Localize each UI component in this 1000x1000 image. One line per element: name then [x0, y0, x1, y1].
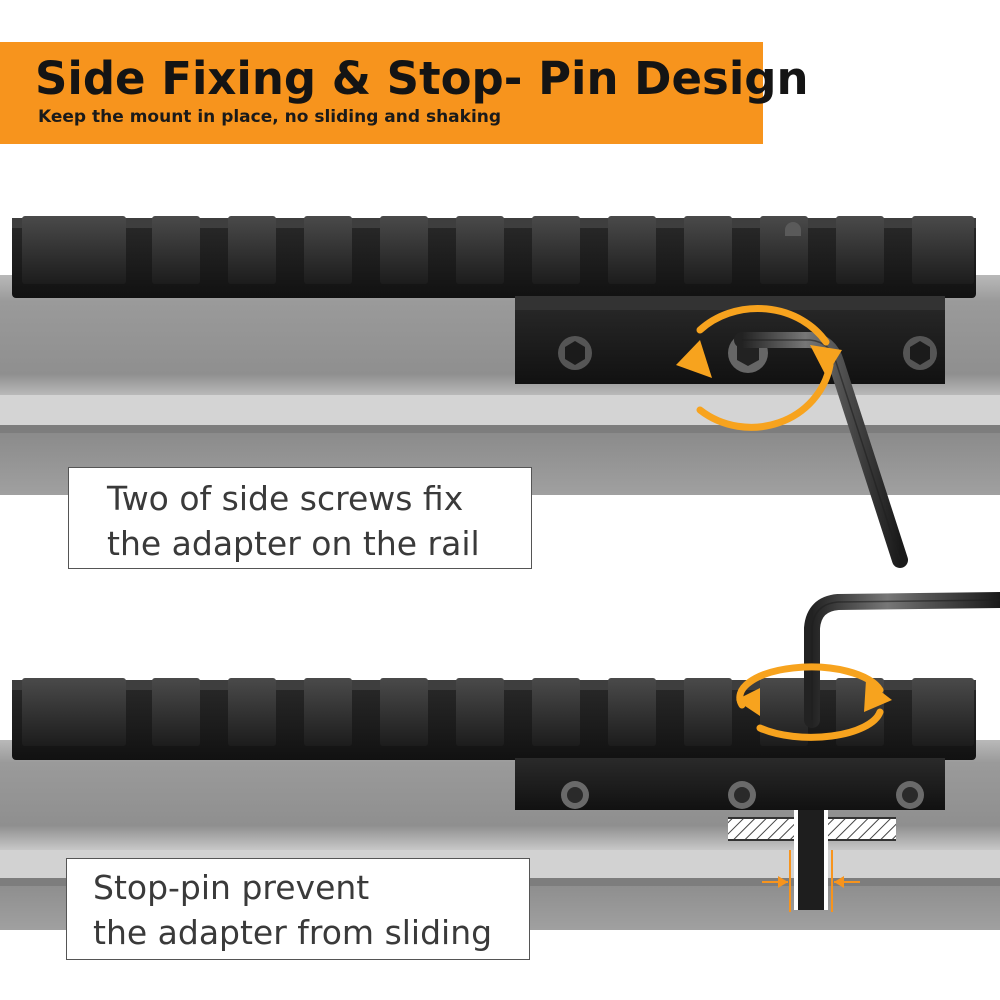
bottom-adapter-rail — [12, 678, 976, 810]
width-arrows-icon — [762, 876, 860, 888]
rotate-arrows-icon — [676, 304, 842, 431]
banner-title: Side Fixing & Stop- Pin Design — [35, 52, 809, 105]
rotate-arrows-icon — [736, 663, 892, 741]
side-screw — [903, 336, 937, 370]
hex-key-icon — [804, 592, 1000, 728]
caption-line: Two of side screws fix — [107, 479, 464, 518]
caption-line: the adapter from sliding — [93, 913, 493, 952]
bottom-rail-slots — [22, 678, 974, 746]
stop-pin-diagram — [728, 810, 896, 912]
caption-line: Stop-pin prevent — [93, 868, 370, 907]
top-rail-slots — [22, 216, 974, 284]
caption-stop-pin: Stop-pin prevent the adapter from slidin… — [66, 858, 530, 960]
title-banner — [0, 42, 763, 144]
top-adapter-rail — [12, 216, 976, 384]
banner-subtitle: Keep the mount in place, no sliding and … — [38, 107, 502, 127]
caption-side-screws: Two of side screws fix the adapter on th… — [68, 467, 532, 569]
caption-line: the adapter on the rail — [107, 524, 480, 563]
hex-key-icon — [734, 332, 908, 568]
side-screw — [558, 336, 592, 370]
